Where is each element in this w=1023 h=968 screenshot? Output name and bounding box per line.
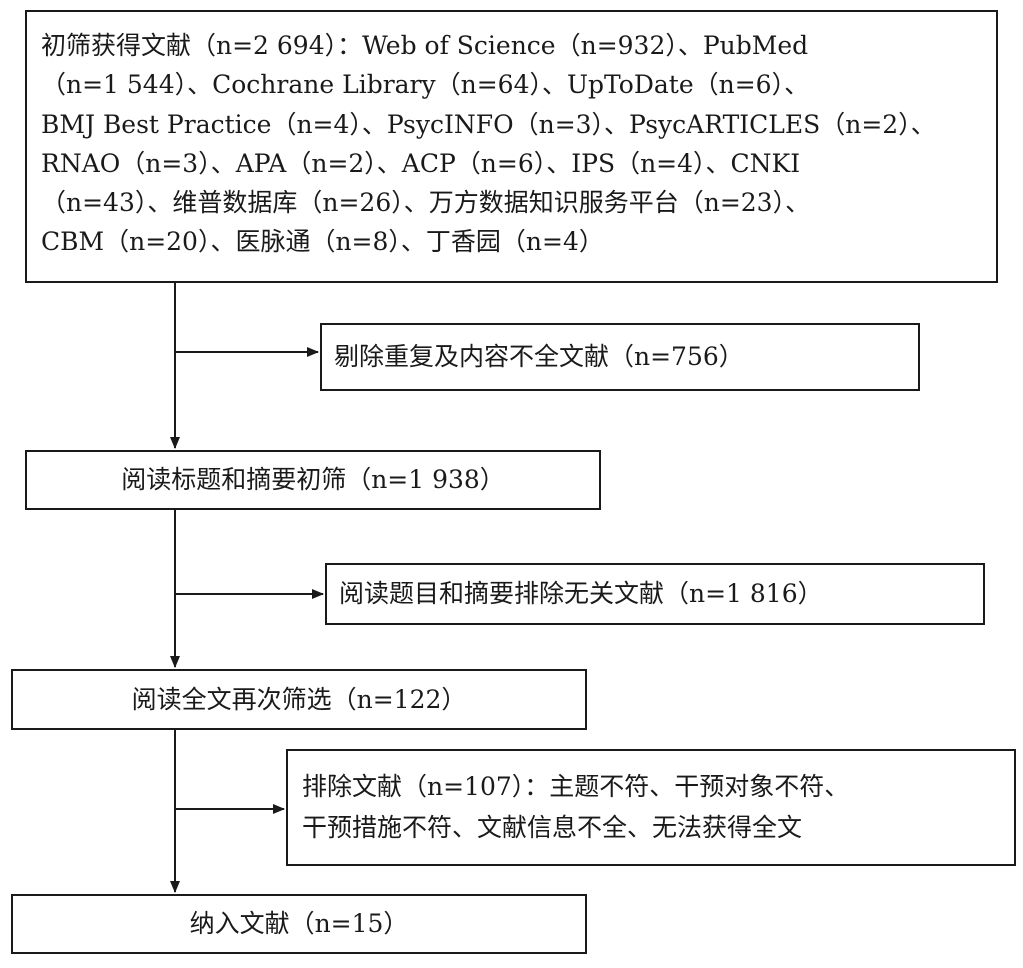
exclude-full-text-box: 排除文献（n=107）：主题不符、干预对象不符、 干预措施不符、文献信息不全、无… [286, 749, 1016, 866]
included-label: 纳入文献（n=15） [189, 909, 409, 938]
full-text-screening-label: 阅读全文再次筛选（n=122） [131, 684, 467, 714]
title-abstract-screening-box: 阅读标题和摘要初筛（n=1 938） [25, 450, 601, 510]
exclude-irrelevant-label: 阅读题目和摘要排除无关文献（n=1 816） [339, 579, 823, 608]
identification-line: 初筛获得文献（n=2 694）：Web of Science（n=932）、Pu… [41, 31, 809, 60]
identification-line: CBM（n=20）、医脉通（n=8）、丁香园（n=4） [41, 227, 604, 257]
identification-line: （n=43）、维普数据库（n=26）、万方数据知识服务平台（n=23）、 [41, 188, 811, 217]
full-text-screening-box: 阅读全文再次筛选（n=122） [11, 669, 587, 730]
included-box: 纳入文献（n=15） [11, 894, 587, 954]
identification-line: RNAO（n=3）、APA（n=2）、ACP（n=6）、IPS（n=4）、CNK… [41, 148, 801, 178]
identification-box: 初筛获得文献（n=2 694）：Web of Science（n=932）、Pu… [25, 10, 998, 283]
title-abstract-screening-label: 阅读标题和摘要初筛（n=1 938） [121, 465, 505, 494]
identification-line: BMJ Best Practice（n=4）、PsycINFO（n=3）、Psy… [41, 109, 936, 139]
exclude-irrelevant-box: 阅读题目和摘要排除无关文献（n=1 816） [325, 563, 985, 625]
identification-line: （n=1 544）、Cochrane Library（n=64）、UpToDat… [41, 70, 810, 100]
exclude-full-text-line: 干预措施不符、文献信息不全、无法获得全文 [302, 812, 803, 842]
exclude-full-text-line: 排除文献（n=107）：主题不符、干预对象不符、 [302, 772, 850, 801]
remove-duplicates-box: 剔除重复及内容不全文献（n=756） [320, 323, 920, 391]
remove-duplicates-label: 剔除重复及内容不全文献（n=756） [334, 342, 744, 371]
